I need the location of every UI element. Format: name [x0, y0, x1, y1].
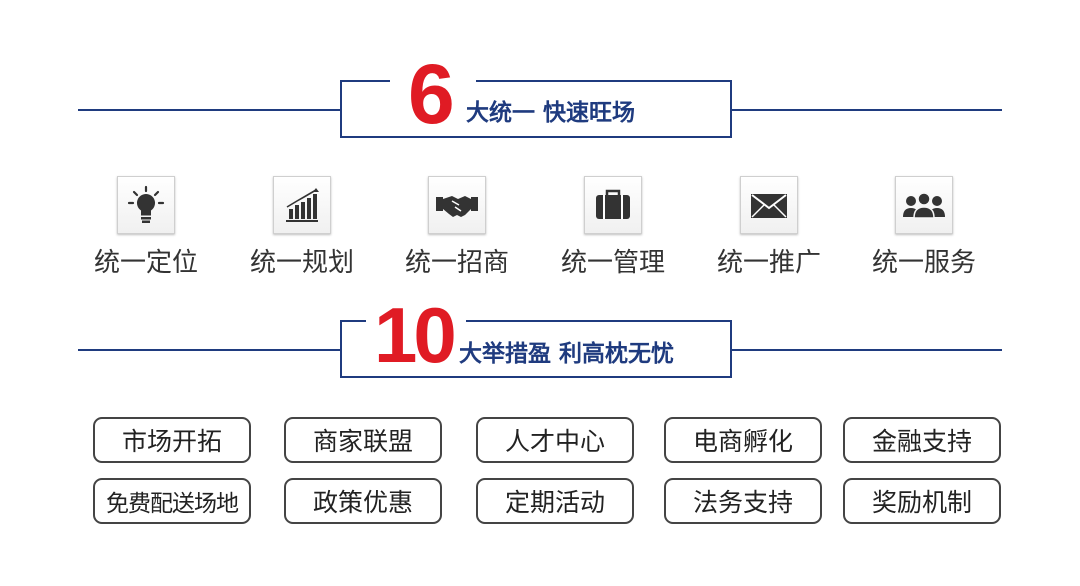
- lightbulb-icon: [127, 185, 165, 223]
- section2-headline: 大举措盈 利高枕无忧: [459, 341, 675, 367]
- icon-item-management: 统一管理: [548, 176, 678, 279]
- icon-label: 统一服务: [871, 248, 976, 278]
- measure-tag: 法务支持: [664, 478, 822, 524]
- envelope-icon: [751, 194, 787, 218]
- section1-headline: 大统一 快速旺场: [466, 100, 636, 126]
- icon-label: 统一规划: [249, 248, 354, 278]
- title-frame-1: [340, 78, 732, 138]
- icon-label: 统一推广: [716, 248, 821, 278]
- title-frame-2: [340, 318, 732, 378]
- measure-tag: 商家联盟: [284, 417, 442, 463]
- icon-item-planning: 统一规划: [237, 176, 367, 279]
- divider-right-1: [732, 109, 1002, 111]
- measure-tag: 政策优惠: [284, 478, 442, 524]
- briefcase-icon: [596, 189, 630, 219]
- measure-tag: 奖励机制: [843, 478, 1001, 524]
- measure-tag: 免费配送场地: [93, 478, 251, 524]
- icon-item-investment: 统一招商: [392, 176, 522, 279]
- measure-tag: 人才中心: [476, 417, 634, 463]
- icon-label: 统一招商: [404, 248, 509, 278]
- divider-left-1: [78, 109, 340, 111]
- section2-number: 10: [374, 291, 457, 379]
- measure-tag: 定期活动: [476, 478, 634, 524]
- measure-tag: 金融支持: [843, 417, 1001, 463]
- measure-tag: 电商孵化: [664, 417, 822, 463]
- bar-chart-icon: [286, 188, 319, 222]
- measure-tag: 市场开拓: [93, 417, 251, 463]
- icon-item-positioning: 统一定位: [81, 176, 211, 279]
- handshake-icon: [436, 196, 478, 217]
- icon-label: 统一定位: [93, 248, 198, 278]
- divider-right-2: [732, 349, 1002, 351]
- icon-item-promotion: 统一推广: [704, 176, 834, 279]
- people-icon: [903, 192, 945, 219]
- divider-left-2: [78, 349, 340, 351]
- section1-number: 6: [408, 47, 455, 141]
- icon-item-service: 统一服务: [859, 176, 989, 279]
- icon-label: 统一管理: [560, 248, 665, 278]
